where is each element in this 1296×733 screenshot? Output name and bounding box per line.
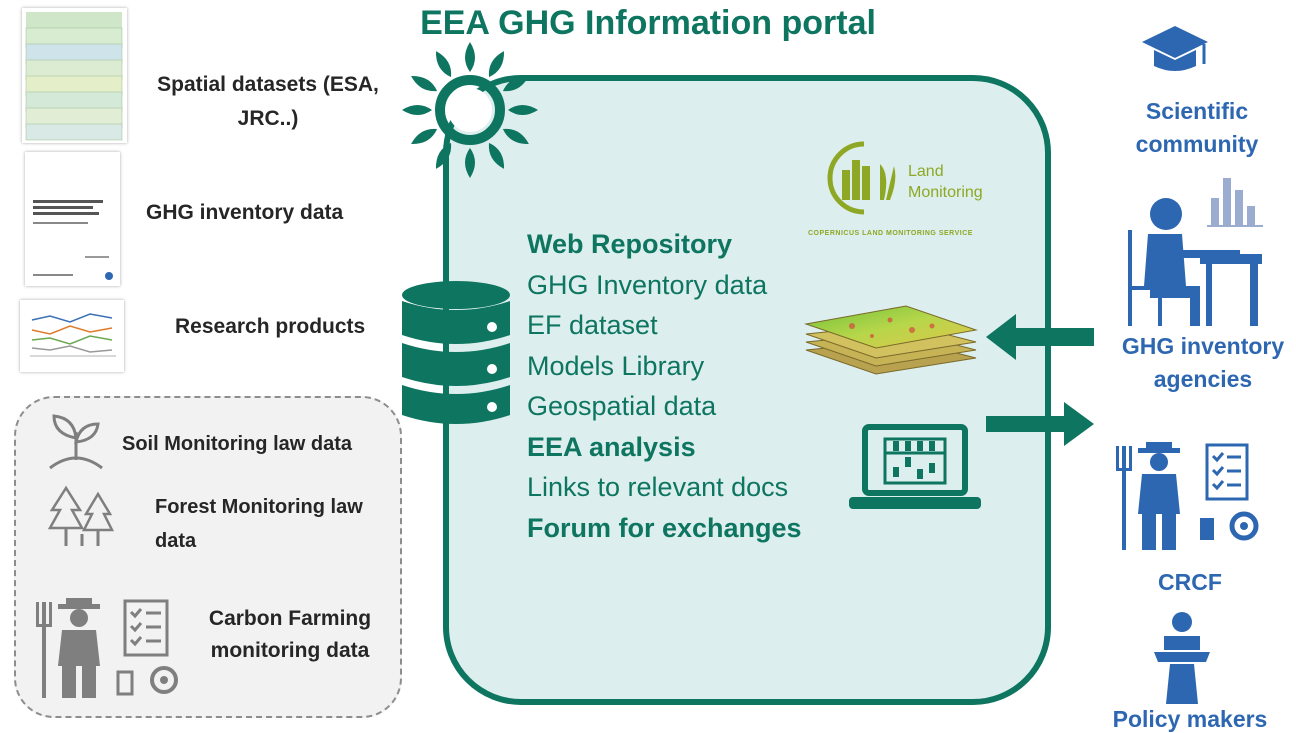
ghg-inventory-agencies-label: GHG inventory agencies [1121,333,1285,392]
portal-item-eea-analysis[interactable]: EEA analysis [527,431,696,462]
arrow-left-icon [986,314,1094,360]
sun-gear-icon [402,42,538,178]
checklist-blue-icon [1205,443,1249,501]
ghg-inventory-data-label: GHG inventory data [146,201,344,224]
database-icon [402,281,510,424]
map-layers-icon [804,305,978,375]
copernicus-service-label: COPERNICUS LAND MONITORING SERVICE [808,230,973,237]
spatial-datasets-label: Spatial datasets (ESA, JRC..) [157,73,379,130]
land-monitoring-line2: Monitoring [908,184,983,201]
land-monitoring-logo-icon [827,141,896,215]
sprout-icon [49,414,103,470]
spatial-datasets-thumbnail [22,8,127,143]
trees-icon [47,485,115,546]
portal-item-forum[interactable]: Forum for exchanges [527,512,802,543]
ghg-inventory-report-thumbnail [25,152,120,286]
forest-monitoring-label: Forest Monitoring law data [155,496,363,552]
land-monitoring-line1: Land [908,163,944,180]
portal-item-web-repository[interactable]: Web Repository [527,229,733,259]
policy-makers-label: Policy makers [1112,706,1268,732]
portal-item-links-docs[interactable]: Links to relevant docs [527,472,789,502]
portal-item-models-library[interactable]: Models Library [527,350,705,381]
laptop-abacus-icon [849,424,981,509]
bar-chart-icon [1207,178,1263,227]
portal-box [443,75,1051,705]
farmer-icon [36,598,100,698]
checklist-icon [123,599,169,657]
crcf-label: CRCF [1158,569,1222,595]
page-title: EEA GHG Information portal [420,4,876,42]
measuring-tools-blue-icon [1200,511,1259,541]
scientific-community-label: Scientific community [1135,98,1259,157]
person-at-desk-icon [1128,198,1262,326]
portal-item-ef-dataset[interactable]: EF dataset [527,310,658,340]
arrow-right-icon [986,402,1094,446]
graduation-cap-icon [1142,26,1208,71]
soil-monitoring-label: Soil Monitoring law data [122,433,352,455]
portal-item-geospatial-data[interactable]: Geospatial data [527,391,717,421]
carbon-farming-label: Carbon Farming monitoring data [208,607,372,662]
farmer-blue-icon [1116,442,1180,550]
research-products-thumbnail [20,300,124,372]
portal-items-list: Web Repository GHG Inventory data EF dat… [527,224,802,548]
podium-speaker-icon [1154,612,1210,704]
portal-item-ghg-inventory-data[interactable]: GHG Inventory data [527,269,768,300]
measuring-tools-icon [116,666,178,696]
research-products-label: Research products [175,315,366,338]
